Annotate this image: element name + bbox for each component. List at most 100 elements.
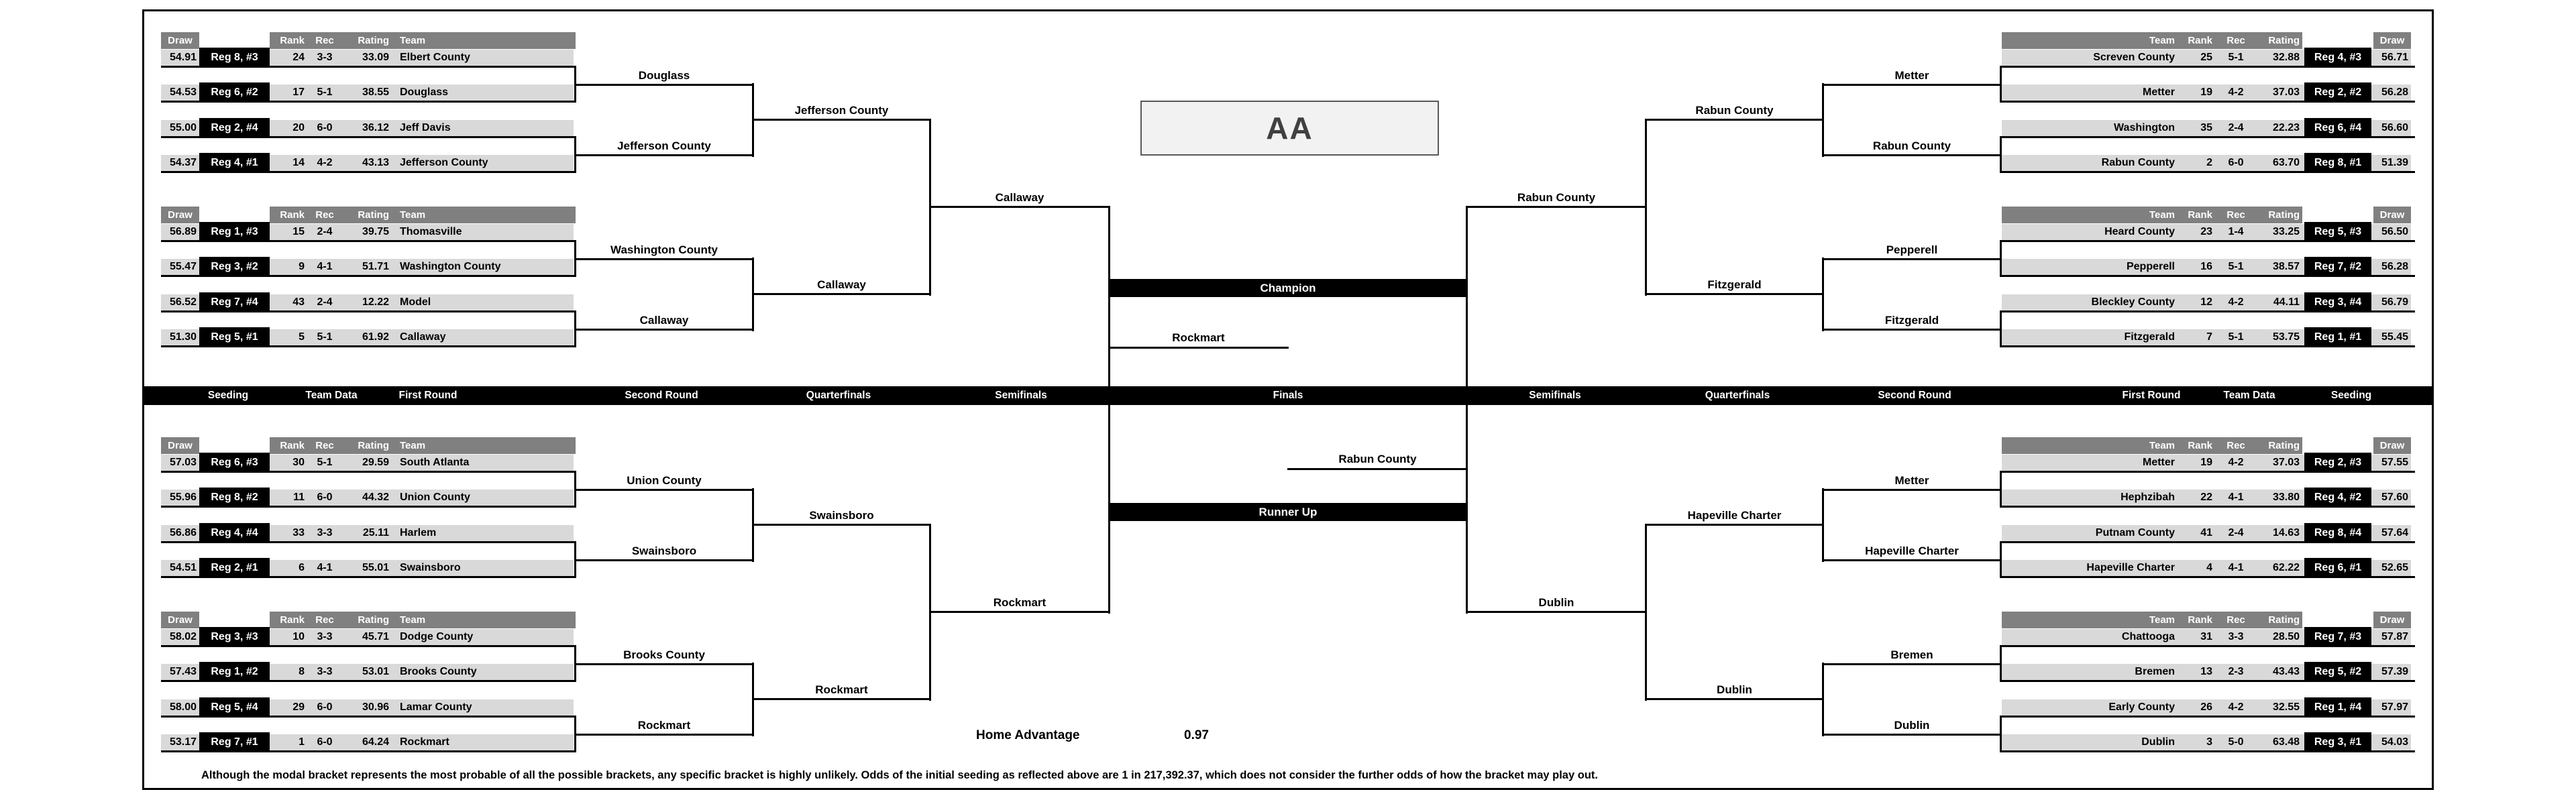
draw-cell: 54.03 <box>2381 736 2408 748</box>
quarterfinal-team-label: Rabun County <box>1695 104 1774 117</box>
draw-cell: 58.02 <box>169 631 197 642</box>
rating-cell: 33.25 <box>2272 226 2300 237</box>
table-header-rank-label: Rank <box>280 614 305 626</box>
table-header-rec-label: Rec <box>315 35 334 46</box>
table-header-draw-label: Draw <box>168 614 193 626</box>
second-round-line <box>1822 258 2002 260</box>
table-row-underline <box>161 716 576 718</box>
second-round-line <box>574 489 754 491</box>
team-cell: Pepperell <box>2126 261 2175 272</box>
second-round-team-label: Rabun County <box>1872 139 1951 152</box>
region-seed-cell: Reg 8, #1 <box>2304 153 2371 173</box>
runner-up-team-label: Rabun County <box>1338 453 1417 465</box>
table-row-underline <box>2000 716 2415 718</box>
rating-cell: 64.24 <box>362 736 389 748</box>
rating-cell: 30.96 <box>362 701 389 713</box>
region-seed-cell: Reg 7, #2 <box>2304 257 2371 277</box>
region-seed-cell: Reg 6, #3 <box>199 453 270 473</box>
quarterfinal-team-label: Fitzgerald <box>1707 278 1762 291</box>
champion-team-label: Rockmart <box>1172 331 1225 344</box>
second-round-line <box>1822 734 2002 736</box>
team-cell: Rabun County <box>2101 157 2175 168</box>
draw-cell: 56.28 <box>2381 87 2408 98</box>
rec-cell: 6-0 <box>2228 157 2244 168</box>
table-header-rating-label: Rating <box>2268 440 2300 451</box>
rec-cell: 5-0 <box>2228 736 2244 748</box>
table-header-draw-cell <box>161 32 199 49</box>
round-header-label: First Round <box>398 390 458 401</box>
rank-cell: 1 <box>299 736 305 748</box>
table-header-draw-label: Draw <box>168 440 193 451</box>
rec-cell: 4-2 <box>2228 701 2244 713</box>
rating-cell: 43.13 <box>362 157 389 168</box>
table-row-underline <box>161 750 576 752</box>
table-header-rating-label: Rating <box>2268 209 2300 221</box>
table-row-underline <box>2000 576 2415 578</box>
rounds-header-band <box>142 386 2434 405</box>
rating-cell: 28.50 <box>2272 631 2300 642</box>
team-cell: Hephzibah <box>2121 492 2175 503</box>
runner-up-banner: Runner Up <box>1108 503 1468 521</box>
table-row-underline <box>2000 275 2415 277</box>
table-header-main-cell <box>270 32 576 49</box>
rec-cell: 2-4 <box>317 226 333 237</box>
rec-cell: 5-1 <box>2228 331 2244 343</box>
table-row-underline <box>161 680 576 682</box>
draw-cell: 56.50 <box>2381 226 2408 237</box>
second-round-line <box>1822 154 2002 156</box>
round-header-label: Second Round <box>1878 390 1951 401</box>
table-row-underline <box>161 345 576 347</box>
draw-cell: 57.43 <box>169 666 197 677</box>
rank-cell: 30 <box>292 457 305 468</box>
second-round-team-label: Fitzgerald <box>1884 314 1939 327</box>
draw-cell: 56.86 <box>169 527 197 538</box>
team-cell: Screven County <box>2093 52 2175 63</box>
table-header-rec-label: Rec <box>315 440 334 451</box>
rank-cell: 16 <box>2200 261 2212 272</box>
draw-cell: 57.87 <box>2381 631 2408 642</box>
rec-cell: 4-1 <box>317 562 333 573</box>
rec-cell: 4-2 <box>2228 296 2244 308</box>
region-seed-cell: Reg 5, #4 <box>199 697 270 718</box>
quarterfinal-team-label: Callaway <box>817 278 866 291</box>
table-row-underline <box>2000 750 2415 752</box>
round-header-label: Finals <box>1273 390 1303 401</box>
region-seed-cell: Reg 1, #2 <box>199 662 270 682</box>
region-seed-cell: Reg 3, #1 <box>2304 732 2371 752</box>
rating-cell: 22.23 <box>2272 122 2300 133</box>
table-header-draw-cell <box>161 437 199 454</box>
team-cell: Thomasville <box>400 226 462 237</box>
team-cell: Fitzgerald <box>2124 331 2175 343</box>
rank-cell: 11 <box>293 492 305 503</box>
table-row-underline <box>2000 541 2415 543</box>
team-cell: Union County <box>400 492 470 503</box>
rec-cell: 6-0 <box>317 122 333 133</box>
team-cell: Brooks County <box>400 666 477 677</box>
round-header-label: Seeding <box>2330 390 2372 401</box>
region-seed-cell: Reg 2, #1 <box>199 558 270 578</box>
table-header-draw-cell <box>2373 612 2411 628</box>
rec-cell: 2-4 <box>2228 527 2244 538</box>
champion-team-line <box>1108 347 1289 349</box>
rec-cell: 2-3 <box>2228 666 2244 677</box>
rating-cell: 63.48 <box>2272 736 2300 748</box>
table-header-main-cell <box>2002 207 2302 223</box>
table-row-underline <box>2000 471 2415 473</box>
rec-cell: 3-3 <box>317 631 333 642</box>
rank-cell: 6 <box>299 562 305 573</box>
draw-cell: 57.03 <box>169 457 197 468</box>
region-seed-cell: Reg 8, #2 <box>199 488 270 508</box>
table-header-draw-label: Draw <box>168 35 193 46</box>
rating-cell: 25.11 <box>362 527 389 538</box>
draw-cell: 54.51 <box>169 562 197 573</box>
draw-cell: 51.30 <box>169 331 197 343</box>
team-cell: Hapeville Charter <box>2086 562 2175 573</box>
table-header-draw-label: Draw <box>168 209 193 221</box>
table-header-rec-label: Rec <box>315 614 334 626</box>
draw-cell: 55.00 <box>169 122 197 133</box>
champion-banner: Champion <box>1108 279 1468 297</box>
second-round-line <box>574 559 754 561</box>
table-header-draw-label: Draw <box>2379 209 2405 221</box>
draw-cell: 56.60 <box>2381 122 2408 133</box>
rank-cell: 19 <box>2200 87 2212 98</box>
